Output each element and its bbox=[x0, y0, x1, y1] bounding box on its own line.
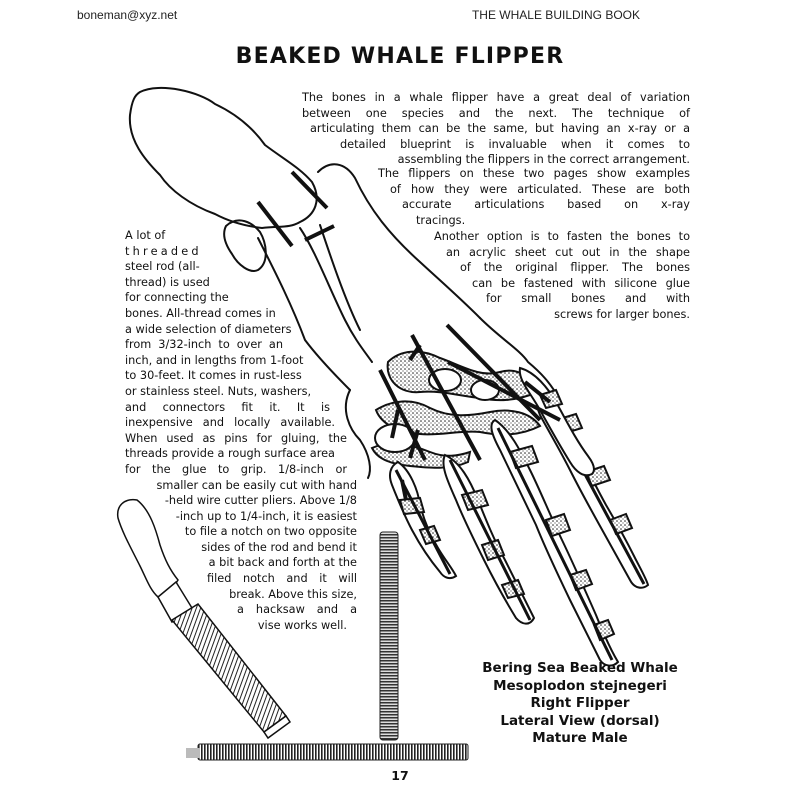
digit-1 bbox=[389, 460, 458, 580]
caption-side: Right Flipper bbox=[530, 695, 630, 711]
text-line: articulating them can be the same, but h… bbox=[310, 122, 690, 136]
book-title: THE WHALE BUILDING BOOK bbox=[471, 8, 640, 22]
text-line: a wide selection of diameters bbox=[125, 322, 292, 336]
text-line: inexpensive and locally available. bbox=[125, 416, 335, 430]
page-title: BEAKED WHALE FLIPPER bbox=[235, 44, 565, 69]
text-line: of how they were articulated. These are … bbox=[390, 182, 690, 196]
threaded-rod-horizontal bbox=[186, 743, 469, 761]
page-number: 17 bbox=[391, 768, 409, 783]
intro-paragraph-1: The bones in a whale flipper have a grea… bbox=[302, 90, 690, 168]
text-line: threads provide a rough surface area bbox=[125, 447, 335, 461]
text-line: smaller can be easily cut with hand bbox=[156, 478, 357, 492]
caption-view: Lateral View (dorsal) bbox=[500, 712, 660, 729]
file-tool-illustration bbox=[116, 498, 292, 740]
text-line: or stainless steel. Nuts, washers, bbox=[125, 384, 312, 398]
intro-paragraph-2: The flippers on these two pages show exa… bbox=[378, 166, 690, 228]
text-line: a bit back and forth at the bbox=[208, 556, 357, 570]
text-line: The bones in a whale flipper have a grea… bbox=[302, 91, 690, 104]
text-line: vise works well. bbox=[257, 618, 347, 632]
text-line: an acrylic sheet cut out in the shape bbox=[446, 245, 690, 259]
radius-bone bbox=[223, 219, 267, 272]
text-line: a hacksaw and a bbox=[237, 603, 357, 617]
caption-specimen: Mature Male bbox=[532, 730, 628, 746]
text-line: to file a notch on two opposite bbox=[184, 525, 357, 539]
digit-2 bbox=[442, 453, 536, 625]
specimen-caption: Bering Sea Beaked Whale Mesoplodon stejn… bbox=[430, 660, 730, 748]
text-line: accurate articulations based on x-ray bbox=[402, 198, 690, 212]
text-line: -held wire cutter pliers. Above 1/8 bbox=[164, 494, 357, 508]
text-line: detailed blueprint is invaluable when it… bbox=[340, 137, 690, 151]
text-line: When used as pins for gluing, the bbox=[125, 431, 347, 445]
text-line: between one species and the next. The te… bbox=[302, 106, 690, 120]
text-line: for the glue to grip. 1/8-inch or bbox=[125, 462, 347, 476]
text-line: screws for larger bones. bbox=[554, 307, 690, 321]
text-line: assembling the flippers in the correct a… bbox=[397, 153, 690, 167]
humerus-bone bbox=[128, 86, 318, 229]
text-line: sides of the rod and bend it bbox=[201, 540, 357, 554]
text-line: The flippers on these two pages show exa… bbox=[378, 167, 690, 180]
text-line: A lot of bbox=[125, 229, 166, 242]
text-line: inch, and in lengths from 1-foot bbox=[125, 353, 304, 367]
author-email: boneman@xyz.net bbox=[77, 8, 178, 22]
text-line: steel rod (all- bbox=[125, 260, 200, 274]
text-line: -inch up to 1/4-inch, it is easiest bbox=[175, 509, 357, 523]
text-line: break. Above this size, bbox=[229, 587, 357, 601]
text-line: to 30-feet. It comes in rust-less bbox=[125, 369, 302, 383]
text-line: Another option is to fasten the bones to bbox=[434, 230, 690, 243]
text-line: from 3/32-inch to over an bbox=[125, 338, 283, 352]
text-line: bones. All-thread comes in bbox=[125, 306, 276, 320]
text-line: threaded bbox=[125, 244, 202, 258]
text-line: of the original flipper. The bones bbox=[460, 261, 690, 275]
caption-scientific-name: Mesoplodon stejnegeri bbox=[493, 677, 667, 694]
threaded-rod-vertical bbox=[379, 531, 399, 741]
text-line: filed notch and it will bbox=[207, 572, 357, 586]
text-line: for small bones and with bbox=[486, 292, 690, 306]
pin-rods bbox=[256, 170, 561, 501]
flipper-illustration bbox=[128, 86, 561, 479]
text-line: and connectors fit it. It is bbox=[125, 400, 330, 414]
text-line: can be fastened with silicone glue bbox=[472, 276, 690, 290]
text-line: for connecting the bbox=[125, 291, 229, 305]
caption-common-name: Bering Sea Beaked Whale bbox=[482, 660, 678, 676]
digit-3 bbox=[490, 418, 620, 667]
all-thread-paragraph: A lot of threaded steel rod (all- thread… bbox=[125, 228, 390, 633]
text-line: tracings. bbox=[416, 213, 466, 227]
intro-paragraph-3: Another option is to fasten the bones to… bbox=[434, 229, 690, 323]
text-line: thread) is used bbox=[125, 275, 210, 289]
